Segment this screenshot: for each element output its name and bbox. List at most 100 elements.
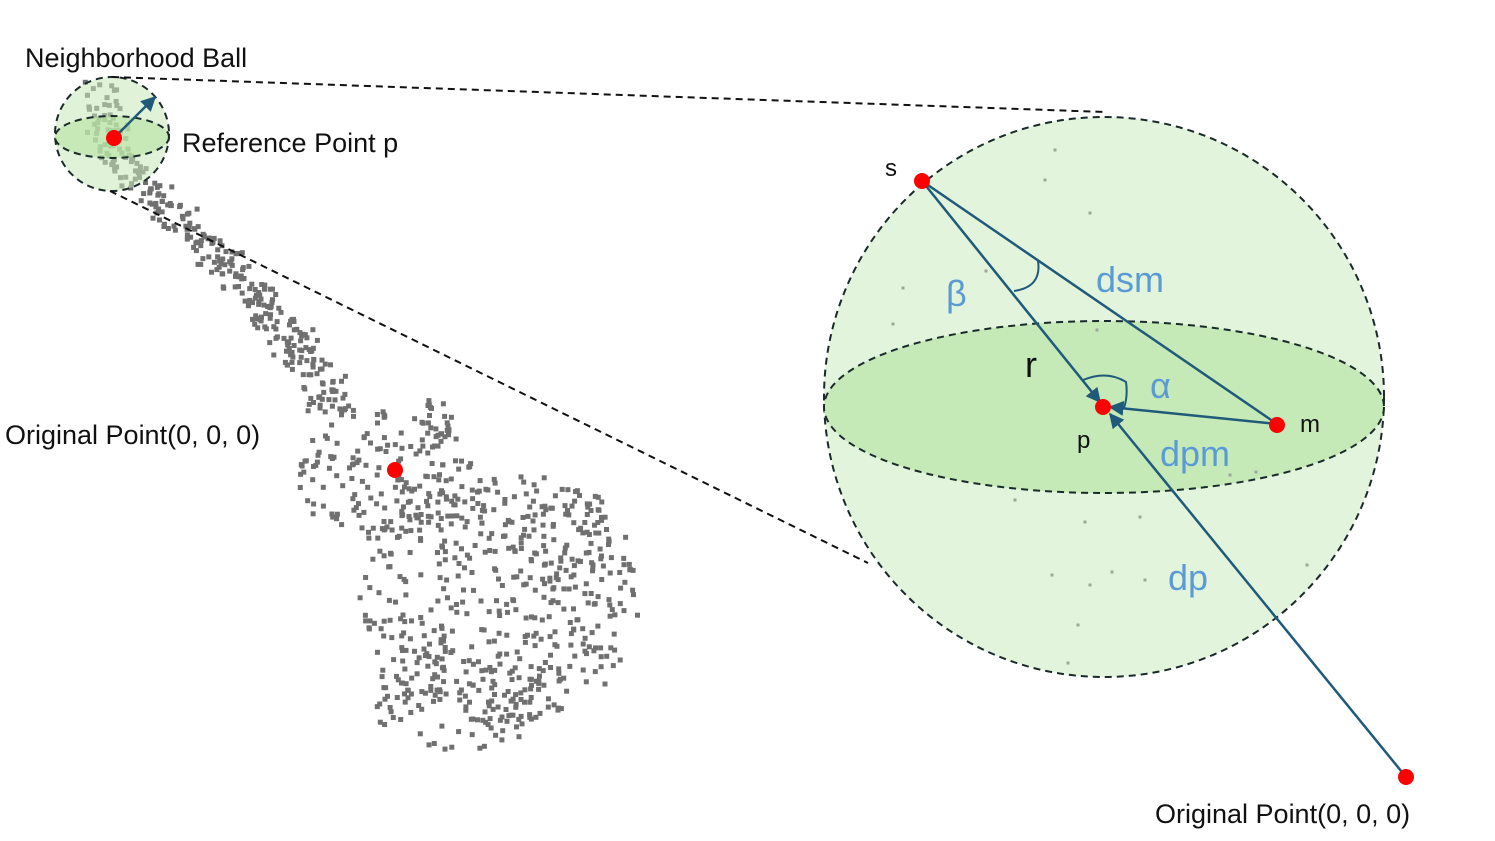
cloud-point bbox=[363, 462, 369, 468]
cloud-point bbox=[582, 520, 588, 525]
cloud-point bbox=[540, 668, 546, 674]
cloud-point bbox=[227, 259, 233, 265]
cloud-point bbox=[156, 206, 161, 212]
cloud-point bbox=[453, 458, 458, 464]
cloud-point bbox=[462, 565, 467, 571]
cloud-point bbox=[329, 422, 335, 428]
cloud-point bbox=[504, 718, 510, 724]
cloud-point bbox=[626, 561, 632, 567]
cloud-point bbox=[575, 558, 581, 564]
cloud-point bbox=[388, 519, 394, 525]
cloud-point bbox=[259, 314, 264, 320]
cloud-point bbox=[263, 326, 269, 332]
cloud-point bbox=[317, 402, 323, 408]
cloud-point bbox=[442, 549, 448, 555]
cloud-point bbox=[547, 575, 553, 581]
cloud-point bbox=[394, 498, 400, 504]
cloud-point bbox=[466, 464, 472, 470]
cloud-point bbox=[438, 640, 444, 646]
cloud-point bbox=[377, 548, 383, 554]
cloud-point bbox=[425, 513, 431, 519]
cloud-point bbox=[542, 503, 548, 509]
cloud-point bbox=[408, 444, 414, 449]
ball-sample-point bbox=[1043, 178, 1047, 182]
beta-label: β bbox=[946, 273, 967, 314]
cloud-point bbox=[363, 618, 369, 624]
cloud-point bbox=[394, 695, 400, 700]
cloud-point bbox=[443, 691, 449, 697]
reference-point-small bbox=[106, 130, 122, 146]
cloud-point bbox=[571, 572, 577, 578]
cloud-point bbox=[500, 728, 506, 734]
cloud-point bbox=[157, 183, 163, 189]
cloud-point bbox=[402, 484, 407, 490]
cloud-point bbox=[621, 562, 627, 568]
cloud-point bbox=[193, 248, 199, 254]
cloud-point bbox=[520, 515, 526, 520]
cloud-point bbox=[401, 576, 407, 582]
cloud-point bbox=[572, 498, 578, 504]
cloud-point bbox=[488, 725, 494, 731]
cloud-point bbox=[491, 507, 497, 513]
cloud-point bbox=[405, 695, 411, 701]
cloud-point bbox=[382, 696, 388, 702]
cloud-point bbox=[421, 633, 427, 639]
cloud-point bbox=[602, 514, 608, 520]
cloud-point bbox=[227, 268, 233, 274]
cloud-point bbox=[435, 598, 441, 604]
cloud-point bbox=[487, 716, 493, 722]
cloud-point bbox=[439, 625, 445, 631]
cloud-point bbox=[368, 495, 374, 501]
cloud-point bbox=[540, 522, 546, 528]
cloud-point bbox=[217, 238, 223, 244]
cloud-point bbox=[442, 645, 448, 650]
cloud-point bbox=[569, 503, 575, 509]
cloud-point bbox=[143, 180, 148, 185]
cloud-point bbox=[492, 480, 498, 486]
cloud-point bbox=[459, 546, 464, 552]
cloud-point bbox=[397, 574, 403, 580]
cloud-point bbox=[551, 537, 557, 543]
cloud-point bbox=[287, 322, 292, 328]
cloud-point bbox=[621, 555, 627, 561]
point-s-label: s bbox=[885, 155, 897, 182]
cloud-point bbox=[342, 373, 348, 379]
cloud-point bbox=[301, 469, 307, 475]
cloud-point bbox=[418, 537, 424, 543]
cloud-point bbox=[247, 286, 253, 292]
cloud-point bbox=[491, 638, 497, 644]
cloud-point bbox=[463, 707, 469, 713]
cloud-point bbox=[617, 601, 623, 607]
cloud-point bbox=[258, 318, 264, 324]
cloud-point bbox=[635, 612, 640, 618]
cloud-point bbox=[186, 210, 192, 216]
cloud-point bbox=[425, 503, 431, 509]
cloud-point bbox=[305, 498, 311, 504]
cloud-point bbox=[598, 664, 604, 670]
cloud-point bbox=[371, 620, 377, 626]
cloud-point bbox=[499, 583, 505, 588]
cloud-point bbox=[561, 675, 567, 681]
cloud-point bbox=[482, 709, 488, 715]
cloud-point bbox=[194, 206, 200, 212]
cloud-point bbox=[426, 742, 432, 748]
cloud-point bbox=[504, 601, 510, 607]
vector-dpm bbox=[1108, 400, 1278, 426]
cloud-point bbox=[558, 706, 564, 712]
cloud-point bbox=[366, 626, 372, 632]
cloud-point bbox=[523, 615, 529, 621]
cloud-point bbox=[432, 443, 438, 449]
cloud-point bbox=[218, 260, 224, 266]
cloud-point bbox=[399, 633, 405, 639]
cloud-point bbox=[161, 224, 167, 229]
cloud-point bbox=[403, 647, 409, 653]
cloud-point bbox=[385, 442, 391, 448]
cloud-point bbox=[350, 496, 356, 502]
cloud-point bbox=[533, 630, 539, 636]
cloud-point bbox=[329, 403, 335, 409]
cloud-point bbox=[310, 364, 316, 370]
cloud-point bbox=[400, 512, 406, 518]
cloud-point bbox=[353, 505, 359, 511]
cloud-point bbox=[461, 587, 466, 593]
cloud-point bbox=[428, 607, 434, 613]
